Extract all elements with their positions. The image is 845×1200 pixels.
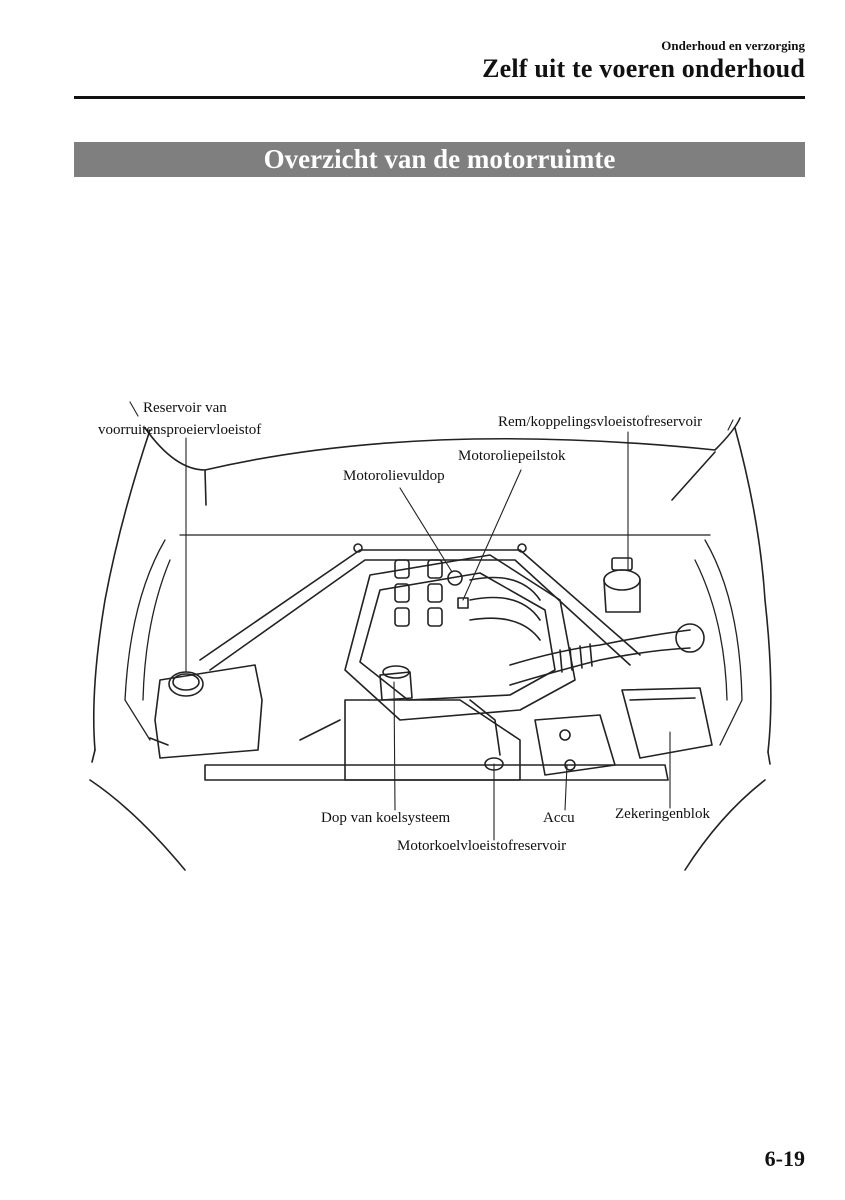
leader-lines [129, 401, 734, 841]
label-fuse-block: Zekeringenblok [615, 806, 710, 822]
chapter-title: Zelf uit te voeren onderhoud [482, 54, 805, 83]
radiator-cap [379, 665, 413, 701]
brake-clutch-reservoir [603, 557, 641, 613]
label-battery: Accu [543, 810, 575, 826]
washer-reservoir [149, 664, 263, 759]
label-washer-reservoir-line1: Reservoir van [143, 400, 227, 416]
label-oil-dipstick: Motoroliepeilstok [458, 448, 566, 464]
engine-block [344, 554, 576, 721]
battery [534, 714, 616, 776]
hood-outline [89, 417, 772, 871]
label-brake-clutch-reservoir: Rem/koppelingsvloeistofreservoir [498, 414, 703, 430]
label-radiator-cap: Dop van koelsysteem [321, 810, 451, 826]
label-coolant-reservoir: Motorkoelvloeistofreservoir [397, 838, 567, 854]
label-washer-reservoir-line2: voorruitensproeiervloeistof [98, 422, 262, 438]
page-number: 6-19 [764, 1146, 805, 1171]
banner-title: Overzicht van de motorruimte [263, 144, 616, 174]
intake-hose [509, 623, 705, 686]
fuse-block [621, 687, 713, 759]
strut-brace [199, 543, 641, 671]
label-oil-filler-cap: Motorolievuldop [343, 468, 445, 484]
radiator-support [204, 699, 669, 781]
section-label: Onderhoud en verzorging [661, 38, 805, 53]
header-rule [74, 96, 805, 99]
section-banner: Overzicht van de motorruimte [74, 142, 805, 177]
fender-walls [124, 534, 743, 746]
